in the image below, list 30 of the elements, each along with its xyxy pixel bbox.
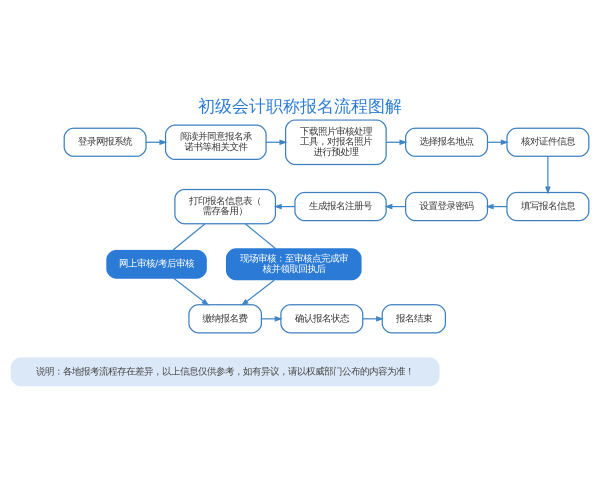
connector — [244, 222, 276, 249]
node-box: 下载照片审核处理工具，对报名照片进行预处理 — [284, 118, 387, 165]
connector — [172, 222, 206, 250]
node-box: 确认报名状态 — [280, 304, 364, 333]
node-box: 打印报名信息表（需存备用） — [174, 188, 276, 224]
node-box: 网上审核/考后审核 — [106, 249, 207, 278]
node-box: 生成报名注册号 — [294, 191, 387, 221]
node-box: 报名结束 — [382, 304, 446, 333]
arrow — [362, 316, 384, 322]
node-box: 设置登录密码 — [405, 191, 488, 221]
arrow — [486, 203, 507, 209]
arrow — [386, 139, 408, 145]
node-box: 阅读并同意报名承诺书等相关文件 — [164, 124, 267, 160]
node-box: 核对证件信息 — [506, 127, 590, 156]
arrow — [545, 156, 551, 194]
arrow — [274, 203, 295, 209]
arrow — [240, 279, 275, 306]
arrow — [262, 316, 283, 322]
node-box: 登录网报系统 — [64, 127, 147, 156]
node-box: 填写报名信息 — [506, 191, 590, 221]
node-box: 现场审核：至审核点完成审核并领取回执后 — [226, 248, 362, 280]
arrow — [146, 139, 168, 145]
node-box: 缴纳报名费 — [188, 304, 262, 333]
node-box: 说明：各地报考流程存在差异，以上信息仅供参考，如有异议，请以权威部门公布的内容为准！ — [10, 356, 440, 386]
arrow — [488, 139, 509, 145]
arrow — [266, 139, 288, 145]
arrow — [174, 277, 210, 306]
arrow — [384, 203, 406, 209]
diagram-title: 初级会计职称报名流程图解 — [198, 96, 402, 116]
node-box: 选择报名地点 — [405, 127, 488, 156]
